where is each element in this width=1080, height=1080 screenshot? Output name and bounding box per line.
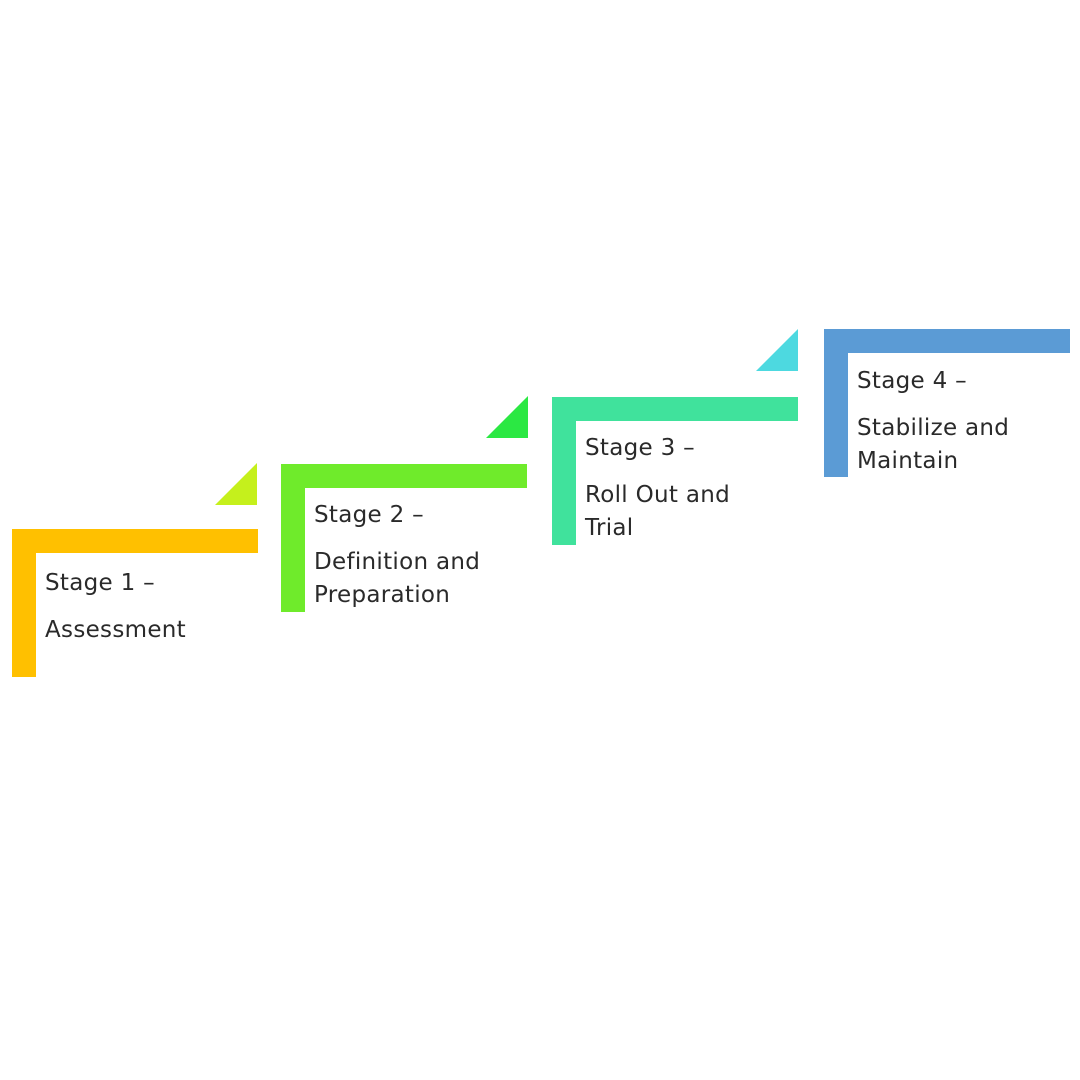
- stage-2-description-line-2: Preparation: [314, 582, 451, 608]
- stage-3-step: Stage 3 – Roll Out and Trial: [552, 329, 812, 557]
- stage-3-top-bar: [552, 397, 798, 421]
- stage-4-top-bar: [824, 329, 1070, 353]
- stage-3-corner-triangle: [756, 329, 798, 371]
- stage-4-description-line-2: Maintain: [857, 448, 959, 474]
- stage-3-description-line-1: Roll Out and: [585, 482, 730, 508]
- stage-3-side-bar: [552, 397, 576, 545]
- stage-4-title: Stage 4 –: [857, 368, 967, 394]
- stage-1-title: Stage 1 –: [45, 570, 155, 596]
- stage-2-title: Stage 2 –: [314, 502, 424, 528]
- stage-4-step: Stage 4 – Stabilize and Maintain: [824, 329, 1080, 489]
- stage-1-step: Stage 1 – Assessment: [12, 463, 272, 689]
- stage-2-step: Stage 2 – Definition and Preparation: [281, 396, 541, 624]
- stage-3-label: Stage 3 – Roll Out and Trial: [585, 432, 730, 545]
- stage-1-side-bar: [12, 529, 36, 677]
- stage-4-side-bar: [824, 329, 848, 477]
- stage-1-top-bar: [12, 529, 258, 553]
- stage-3-title: Stage 3 –: [585, 435, 695, 461]
- stage-2-description-line-1: Definition and: [314, 549, 481, 575]
- stage-4-description-line-1: Stabilize and: [857, 415, 1010, 441]
- stage-2-label: Stage 2 – Definition and Preparation: [314, 499, 480, 612]
- stage-2-corner-triangle: [486, 396, 528, 438]
- stage-2-top-bar: [281, 464, 527, 488]
- stage-1-description-line-1: Assessment: [45, 617, 186, 643]
- stage-1-corner-triangle: [215, 463, 257, 505]
- stage-3-description-line-2: Trial: [585, 515, 634, 541]
- stage-4-label: Stage 4 – Stabilize and Maintain: [857, 365, 1009, 478]
- stage-1-label: Stage 1 – Assessment: [45, 567, 186, 647]
- stage-2-side-bar: [281, 464, 305, 612]
